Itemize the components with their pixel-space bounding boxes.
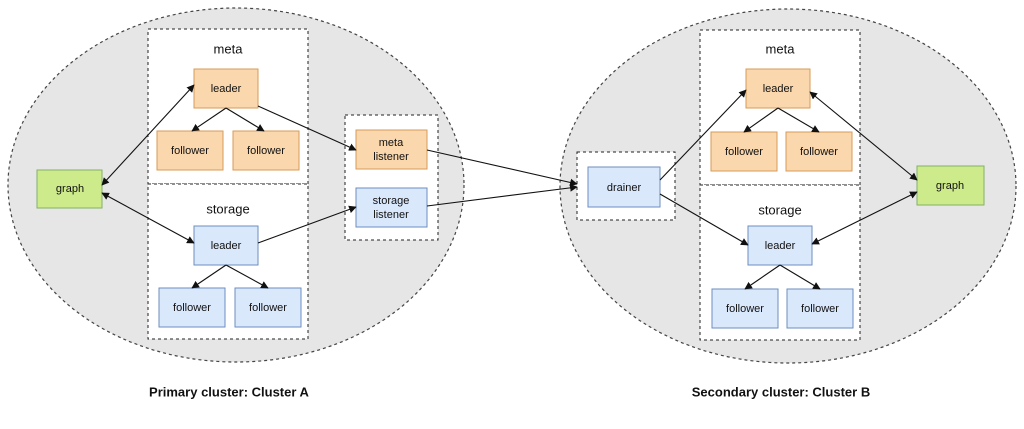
drainer-group: drainer — [576, 151, 676, 221]
secondary-graph-box — [916, 165, 985, 206]
storage-listener-box — [355, 187, 428, 228]
primary-graph-box — [36, 169, 103, 209]
meta-listener-line-1: meta — [379, 137, 404, 149]
secondary-meta-follower-1: follower — [725, 146, 763, 158]
drainer: drainer — [607, 182, 642, 194]
primary-storage-follower-2-box — [234, 287, 302, 328]
meta-listener-box — [355, 129, 428, 170]
storage-listener-line-2: listener — [373, 209, 409, 221]
secondary-meta-leader-box — [745, 68, 811, 109]
primary-meta-follower-1: follower — [171, 145, 209, 157]
primary-storage-leader-box — [193, 225, 259, 266]
primary-storage-follower-1-box — [158, 287, 226, 328]
primary-meta-leader: leader — [211, 83, 242, 95]
storage-listener-line-1: storage — [373, 195, 410, 207]
secondary-storage-group: storage leader follower follower — [699, 184, 861, 341]
primary-meta-group: meta leader follower follower — [147, 28, 309, 185]
secondary-meta-title: meta — [766, 41, 796, 56]
primary-meta-follower-2: follower — [247, 145, 285, 157]
secondary-storage-leader-box — [747, 225, 813, 266]
arrow-drainer-storage-leader — [659, 193, 749, 246]
primary-meta-follower-2-box — [232, 130, 300, 171]
primary-storage-leader: leader — [211, 240, 242, 252]
arrow-meta-leader-follower-1 — [191, 107, 227, 132]
arrow-storage-listener-drainer — [426, 184, 578, 207]
secondary-meta-follower-2: follower — [800, 146, 838, 158]
arrow-drainer-meta-leader — [659, 89, 747, 181]
primary-meta-leader-box — [193, 68, 259, 109]
arrow-storage-leader-follower-1 — [191, 264, 227, 289]
primary-storage-follower-1: follower — [173, 302, 211, 314]
secondary-storage-leader: leader — [765, 240, 796, 252]
arrow-storage-leader-storage-listener — [257, 205, 357, 244]
primary-meta-title: meta — [214, 41, 244, 56]
primary-cluster-caption: Primary cluster: Cluster A — [149, 384, 310, 399]
arrow-secondary-meta-leader-follower-1 — [743, 107, 779, 133]
secondary-storage-follower-1: follower — [726, 303, 764, 315]
listener-group: meta listener storage listener — [344, 114, 439, 241]
secondary-meta-group: meta leader follower follower — [699, 29, 861, 186]
secondary-cluster-caption: Secondary cluster: Cluster B — [692, 384, 870, 399]
primary-storage-title: storage — [206, 201, 249, 216]
secondary-meta-leader: leader — [763, 83, 794, 95]
meta-listener-line-2: listener — [373, 151, 409, 163]
drainer-box — [587, 166, 661, 208]
secondary-meta-follower-1-box — [710, 131, 778, 172]
primary-storage-follower-2: follower — [249, 302, 287, 314]
secondary-graph: graph — [936, 180, 964, 192]
secondary-storage-follower-1-box — [711, 288, 779, 329]
arrow-meta-leader-meta-listener — [257, 105, 357, 151]
arrow-graph-b-storage-leader — [811, 191, 918, 245]
primary-graph: graph — [56, 183, 84, 195]
arrow-graph-b-meta-leader — [809, 91, 918, 181]
secondary-storage-follower-2: follower — [801, 303, 839, 315]
secondary-storage-title: storage — [758, 202, 801, 217]
arrow-meta-leader-follower-2 — [225, 107, 265, 132]
arrow-graph-meta-leader — [101, 84, 195, 186]
arrow-meta-listener-drainer — [426, 149, 578, 187]
connectors — [101, 84, 918, 290]
arrow-secondary-storage-leader-follower-2 — [779, 264, 821, 290]
primary-storage-group: storage leader follower follower — [147, 183, 309, 340]
arrow-graph-storage-leader — [101, 192, 195, 244]
arrow-secondary-storage-leader-follower-1 — [744, 264, 781, 290]
arrow-storage-leader-follower-2 — [225, 264, 269, 289]
